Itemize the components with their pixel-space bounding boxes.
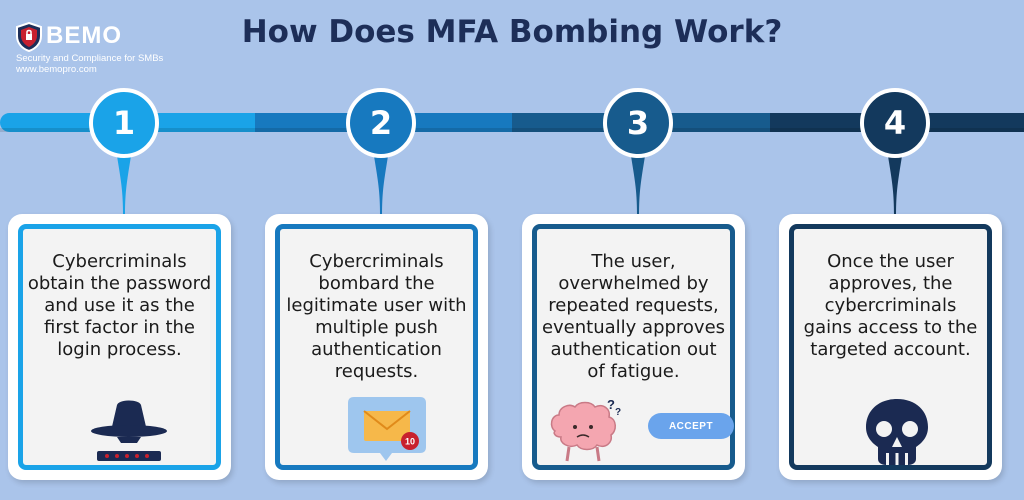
step-4-number: 4 [860,88,930,158]
brand-tagline: Security and Compliance for SMBs [16,53,164,64]
brand-name: BEMO [46,22,122,49]
step-3-card: The user, overwhelmed by repeated reques… [522,214,745,480]
connector-1 [117,156,131,216]
step-4-card: Once the user approves, the cybercrimina… [779,214,1002,480]
envelope-notification-icon: 10 [348,397,426,461]
page-title: How Does MFA Bombing Work? [241,14,783,50]
step-1-number: 1 [89,88,159,158]
shield-icon [16,22,42,52]
hacker-icon [91,400,167,461]
accept-button[interactable]: ACCEPT [648,413,734,439]
step-2-number: 2 [346,88,416,158]
step-3-text: The user, overwhelmed by repeated reques… [541,251,726,382]
step-1-card: Cybercriminals obtain the password and u… [8,214,231,480]
svg-text:?: ? [607,397,615,412]
confused-brain-icon: ? ? [550,397,621,462]
timeline-band-shadow [0,128,1024,132]
step-4-text: Once the user approves, the cybercrimina… [803,251,978,360]
brand-url: www.bemopro.com [16,64,97,75]
step-1-text: Cybercriminals obtain the password and u… [27,251,212,360]
skull-icon [866,399,928,465]
accept-button-label: ACCEPT [668,420,714,432]
notification-badge: 10 [405,437,415,447]
brand-logo: BEMO Security and Compliance for SMBs ww… [16,18,216,78]
connector-4 [888,156,902,216]
step-3-number: 3 [603,88,673,158]
connector-2 [374,156,388,216]
step-2-text: Cybercriminals bombard the legitimate us… [286,251,467,382]
svg-text:?: ? [615,407,621,418]
step-2-card: Cybercriminals bombard the legitimate us… [265,214,488,480]
connector-3 [631,156,645,216]
